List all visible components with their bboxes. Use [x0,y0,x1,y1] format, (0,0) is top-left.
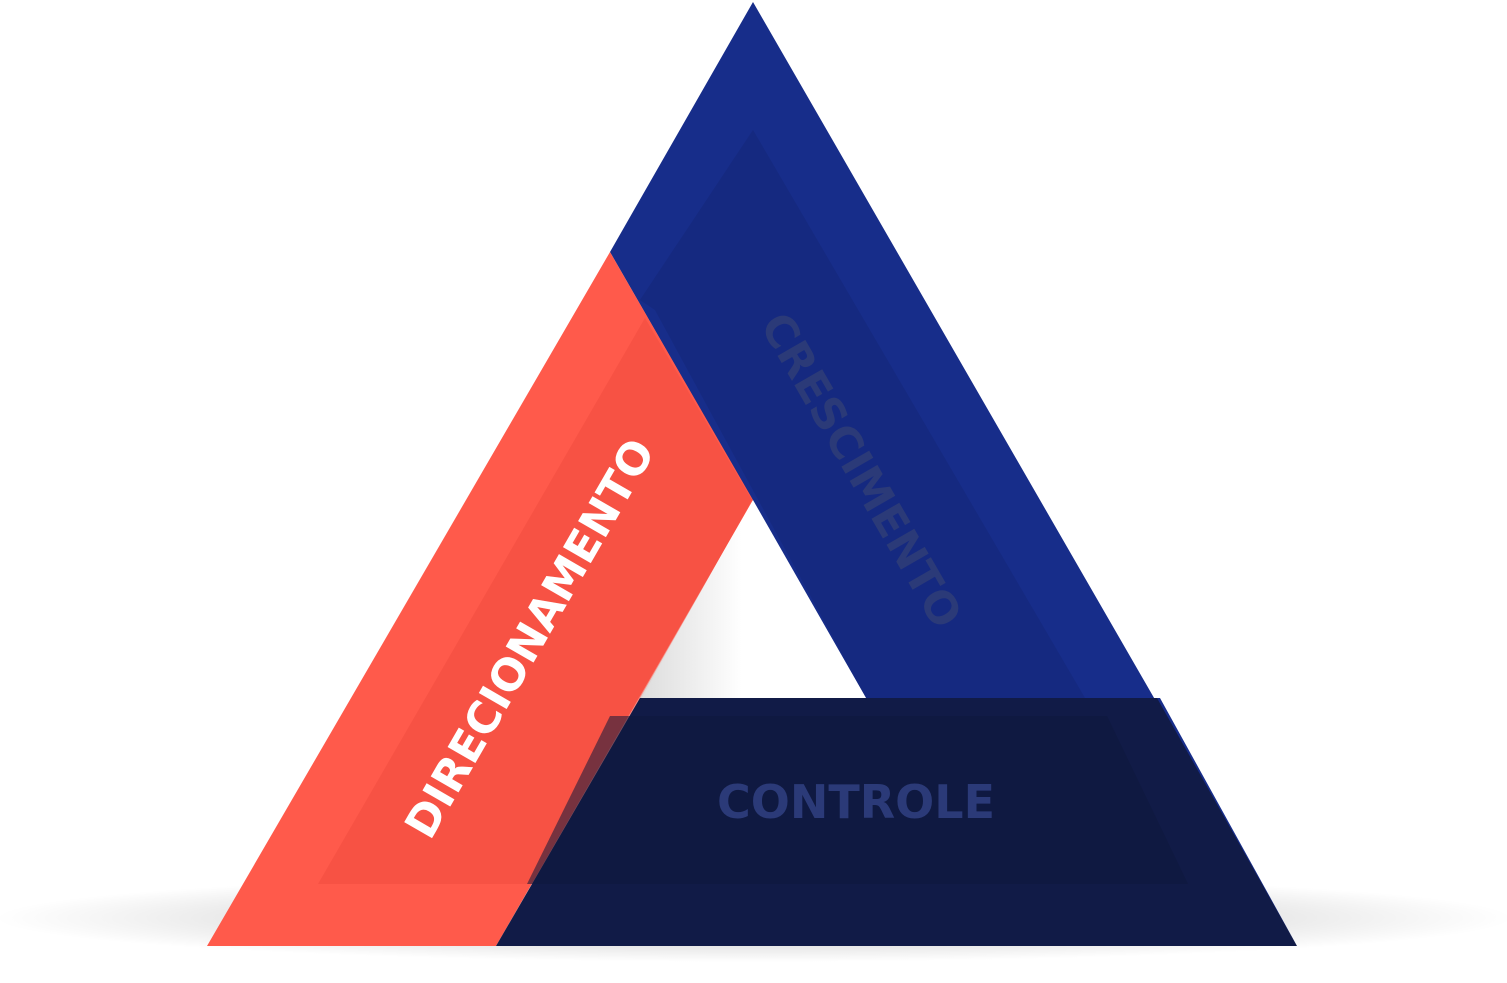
controle-band-inner [527,716,1188,884]
direcionamento-band-inner [318,318,752,884]
crescimento-band-inner [640,130,1085,698]
label-controle: CONTROLE [717,775,995,829]
center-hole [640,500,866,698]
